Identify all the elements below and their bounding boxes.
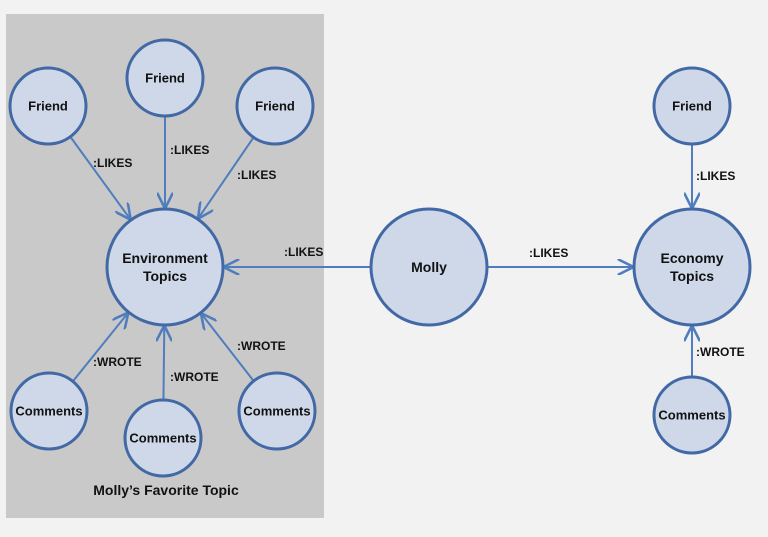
node-label: Comments (129, 431, 196, 446)
node-label: Topics (143, 268, 187, 284)
node-label: Environment (122, 250, 208, 266)
node-env-friend-left: Friend (8, 66, 88, 146)
node-circle (105, 207, 225, 327)
node-econ-friend: Friend (652, 66, 732, 146)
edge-label: :WROTE (696, 345, 745, 359)
node-label: Comments (15, 404, 82, 419)
node-label: Comments (658, 408, 725, 423)
edge-env_friend_right-to-environment_topics: :LIKES (199, 136, 276, 217)
edge-arrow (72, 314, 128, 383)
node-label: Comments (243, 404, 310, 419)
edge-molly-to-environment_topics: :LIKES (225, 245, 371, 267)
edge-label: :WROTE (237, 339, 286, 353)
node-env-friend-right: Friend (235, 66, 315, 146)
node-molly: Molly (369, 207, 489, 327)
edge-env_comments_bottom-to-environment_topics: :WROTE (163, 327, 219, 401)
edge-label: :LIKES (170, 143, 209, 157)
node-env-comments-left: Comments (9, 371, 89, 451)
edge-label: :LIKES (93, 156, 132, 170)
group-label: Molly’s Favorite Topic (93, 482, 239, 498)
node-circle (8, 66, 88, 146)
node-label: Friend (145, 71, 185, 86)
edge-arrow (202, 314, 255, 382)
node-circle (652, 66, 732, 146)
edge-label: :LIKES (237, 168, 276, 182)
edge-env_friend_top-to-environment_topics: :LIKES (165, 116, 209, 207)
node-label: Economy (660, 250, 723, 266)
node-circle (652, 375, 732, 455)
node-circle (369, 207, 489, 327)
node-env-comments-right: Comments (237, 371, 317, 451)
edge-env_friend_left-to-environment_topics: :LIKES (69, 136, 132, 219)
edge-env_comments_right-to-environment_topics: :WROTE (202, 314, 286, 382)
edge-molly-to-economy_topics: :LIKES (487, 246, 632, 267)
node-label: Friend (672, 99, 712, 114)
node-circle (237, 371, 317, 451)
node-env-friend-top: Friend (125, 38, 205, 118)
node-econ-comments: Comments (652, 375, 732, 455)
node-circle (235, 66, 315, 146)
node-label: Friend (28, 99, 68, 114)
edge-label: :LIKES (284, 245, 323, 259)
edge-label: :WROTE (93, 355, 142, 369)
node-env-comments-bottom: Comments (123, 398, 203, 478)
edge-label: :LIKES (696, 169, 735, 183)
node-label: Topics (670, 268, 714, 284)
nodes-layer: FriendFriendFriendEnvironmentTopicsComme… (8, 38, 752, 478)
edge-arrow (69, 136, 129, 219)
edge-arrow (199, 136, 255, 217)
edge-label: :WROTE (170, 370, 219, 384)
node-circle (632, 207, 752, 327)
edge-env_comments_left-to-environment_topics: :WROTE (72, 314, 142, 383)
edge-arrow (163, 327, 164, 401)
edge-econ_comments-to-economy_topics: :WROTE (692, 327, 745, 377)
node-circle (125, 38, 205, 118)
node-circle (9, 371, 89, 451)
node-label: Molly (411, 259, 447, 275)
edges-layer: :LIKES :LIKES :LIKES :WROTE :WROTE :WROTE :LIK… (69, 116, 745, 401)
edge-econ_friend-to-economy_topics: :LIKES (692, 144, 735, 207)
edge-label: :LIKES (529, 246, 568, 260)
node-circle (123, 398, 203, 478)
node-label: Friend (255, 99, 295, 114)
